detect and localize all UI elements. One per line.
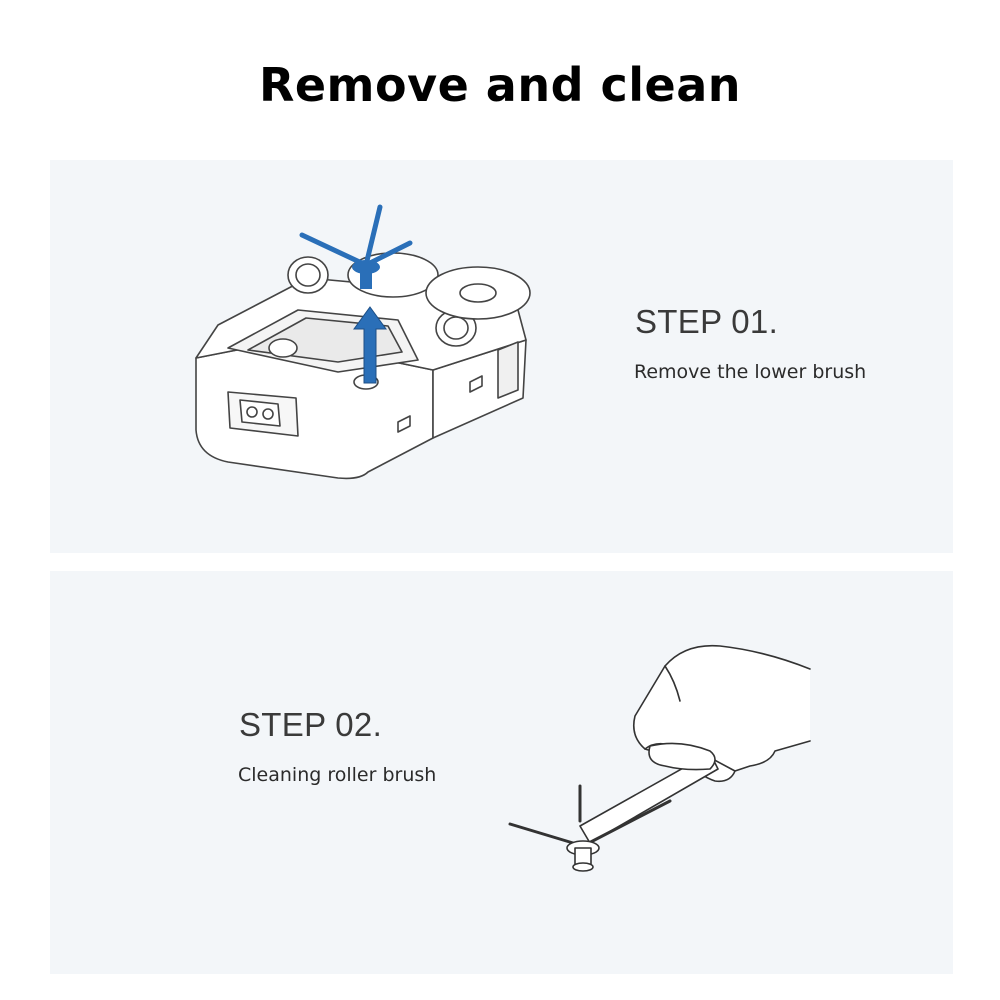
step-02-description: Cleaning roller brush [238, 764, 437, 786]
page-title: Remove and clean [258, 58, 742, 112]
step-01-heading: STEP 01. [635, 303, 779, 340]
step-02-heading: STEP 02. [239, 706, 383, 743]
step-01-panel: STEP 01. Remove the lower brush [50, 160, 953, 553]
up-arrow-icon [353, 306, 387, 384]
step-02-panel: STEP 02. Cleaning roller brush [50, 571, 953, 974]
hand-holding-brush-illustration [508, 644, 811, 872]
step-01-description: Remove the lower brush [634, 361, 867, 383]
side-brush-icon [299, 204, 413, 289]
